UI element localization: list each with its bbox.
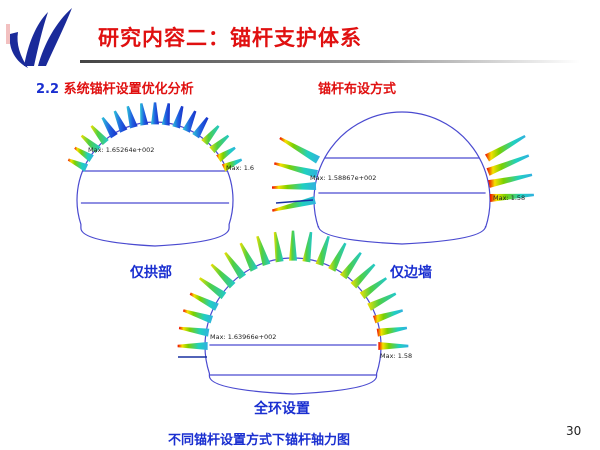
rock-bolt <box>256 235 271 267</box>
rock-bolt <box>224 251 247 280</box>
rock-bolt <box>126 105 138 129</box>
rock-bolt <box>489 193 534 202</box>
rock-bolt <box>486 154 530 176</box>
max-label: Max: 1.58 <box>493 194 525 202</box>
rock-bolt <box>350 263 376 289</box>
rock-bolt <box>274 162 318 178</box>
max-label: Max: 1.6 <box>226 164 254 172</box>
rock-bolt <box>101 116 118 139</box>
rock-bolt <box>151 102 159 125</box>
rock-bolt <box>113 110 128 133</box>
rock-bolt <box>182 110 197 133</box>
rock-bolt <box>289 230 297 261</box>
rock-bolt <box>221 158 243 172</box>
rock-bolt <box>485 134 526 162</box>
rock-bolt <box>315 235 330 267</box>
rock-bolt <box>90 125 109 146</box>
rock-bolt <box>189 292 219 311</box>
rock-bolt <box>275 199 314 204</box>
page-number: 30 <box>566 424 582 438</box>
rock-bolt <box>74 146 94 163</box>
rock-bolt <box>328 242 347 272</box>
rock-bolt <box>177 342 208 350</box>
layout-heading: 锚杆布设方式 <box>318 82 397 97</box>
slide-title: 研究内容二：锚杆支护体系 <box>98 26 362 50</box>
tunnel-outline-arch <box>76 121 234 247</box>
rock-bolt <box>271 182 317 190</box>
title-divider <box>80 60 580 63</box>
logo <box>6 8 72 68</box>
rock-bolt <box>210 263 236 289</box>
rock-bolt <box>279 136 320 164</box>
rock-bolt <box>178 326 210 337</box>
max-label: Max: 1.58867e+002 <box>310 174 376 182</box>
rock-bolt <box>367 292 397 311</box>
rock-bolt <box>239 242 258 272</box>
rock-bolt <box>172 105 184 129</box>
rock-bolt <box>376 326 408 337</box>
diagram-label-full: 全环设置 <box>254 401 310 417</box>
rock-bolt <box>80 134 101 154</box>
rock-bolt <box>339 251 362 280</box>
section-text: 系统锚杆设置优化分析 <box>63 82 194 97</box>
rock-bolt <box>488 173 533 188</box>
rock-bolt <box>140 103 149 126</box>
rock-bolt <box>198 277 227 300</box>
rock-bolt <box>273 231 284 263</box>
diagram-label-arch: 仅拱部 <box>130 265 172 281</box>
rock-bolt <box>302 231 313 263</box>
rock-bolt <box>201 125 220 146</box>
rock-bolt <box>272 196 316 212</box>
rock-bolt <box>378 342 409 350</box>
max-label: Max: 1.63966e+002 <box>210 333 276 341</box>
max-label: Max: 1.65264e+002 <box>88 146 154 154</box>
rock-bolt <box>67 158 89 172</box>
diagram-label-sidewall: 仅边墙 <box>390 265 432 281</box>
section-subtitle: 2.2 系统锚杆设置优化分析 <box>36 78 194 97</box>
rock-bolt <box>209 134 230 154</box>
rock-bolt <box>372 309 404 324</box>
rock-bolt <box>216 146 236 163</box>
rock-bolt <box>192 116 209 139</box>
section-number: 2.2 <box>36 82 60 97</box>
tunnel-outline-full <box>204 257 382 395</box>
max-label: Max: 1.58 <box>380 352 412 360</box>
rock-bolt <box>359 277 388 300</box>
rock-bolt <box>161 103 170 126</box>
tunnel-outline-sidewall <box>313 111 491 245</box>
figure-caption: 不同锚杆设置方式下锚杆轴力图 <box>168 433 351 448</box>
rock-bolt <box>182 309 214 324</box>
